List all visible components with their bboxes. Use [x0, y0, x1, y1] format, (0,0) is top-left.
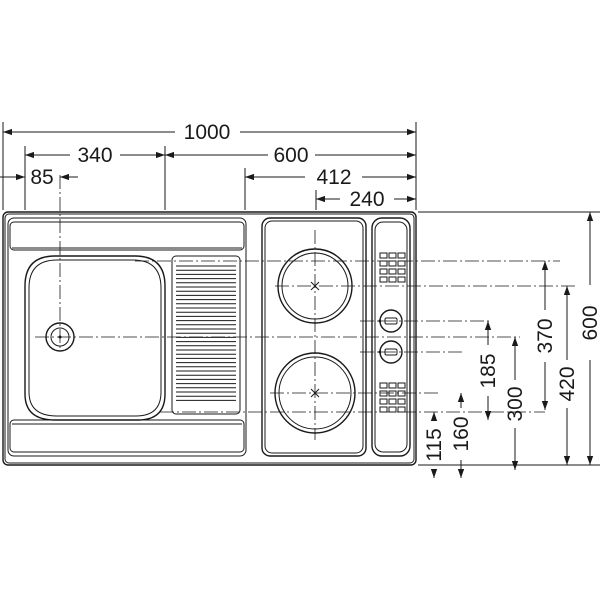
dim-overall-width: 1000: [184, 121, 231, 144]
rear-splash-rail: [9, 221, 245, 251]
dim-knob-lower: 160: [450, 416, 473, 451]
unit-outline: [2, 211, 417, 466]
dim-sink-section: 340: [77, 144, 112, 167]
vent-slot: [379, 390, 388, 397]
vent-slot: [379, 260, 388, 267]
dim-hob-section: 600: [273, 144, 308, 167]
vent-slot: [397, 382, 406, 389]
extension-lines-right: [418, 211, 600, 466]
front-rail: [9, 419, 245, 453]
vent-slot: [379, 276, 388, 283]
vent-slot: [397, 252, 406, 259]
vent-slot: [397, 276, 406, 283]
dim-front-hotplate: 300: [504, 386, 527, 421]
vent-grille-bottom: [379, 382, 406, 413]
vent-slot: [388, 260, 397, 267]
vent-slot: [397, 390, 406, 397]
vent-slot: [397, 268, 406, 275]
vent-slot: [397, 398, 406, 405]
dim-rear-hotplate: 420: [556, 366, 579, 401]
dim-controls-width: 240: [349, 188, 384, 211]
dim-overall-depth: 600: [579, 305, 600, 340]
dim-front-edge: 115: [423, 428, 446, 461]
vent-slot: [379, 398, 388, 405]
vent-slot: [379, 406, 388, 413]
vent-slot: [388, 406, 397, 413]
vent-grille-top: [379, 252, 406, 283]
vent-slot: [397, 260, 406, 267]
dim-hob-offset: 412: [316, 166, 351, 189]
sink-bowl: [24, 255, 166, 421]
dim-drain-center: 370: [534, 318, 557, 353]
vent-slot: [388, 390, 397, 397]
vent-slot: [397, 406, 406, 413]
vent-slot: [379, 382, 388, 389]
control-knob-lower: [378, 340, 403, 364]
vent-slot: [388, 382, 397, 389]
vertical-dimension-lines: [430, 212, 594, 478]
drainboard: [171, 255, 241, 415]
vent-slot: [388, 276, 397, 283]
vent-slot: [388, 268, 397, 275]
dim-knob-upper: 185: [477, 353, 500, 388]
vent-slot: [379, 252, 388, 259]
center-lines: [35, 175, 575, 440]
vent-slot: [388, 398, 397, 405]
dim-drain-offset: 85: [30, 166, 53, 189]
vent-slot: [388, 252, 397, 259]
vent-slot: [379, 268, 388, 275]
horizontal-dimension-lines: [0, 128, 416, 203]
